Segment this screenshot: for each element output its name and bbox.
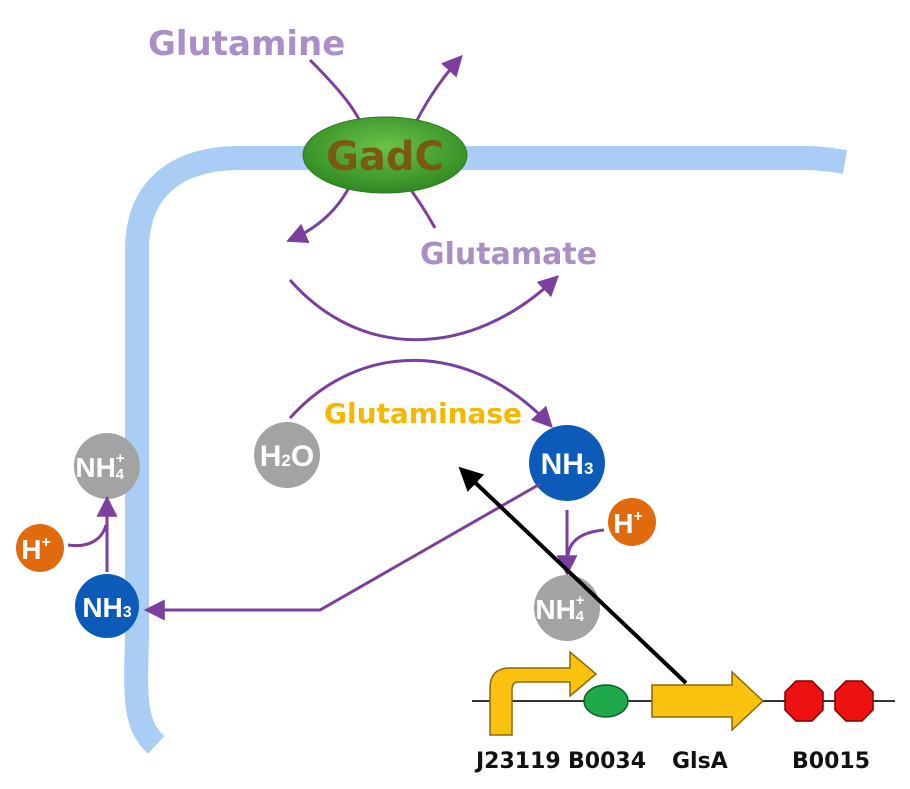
ammonium-molecule-cytoplasm [534,575,600,641]
glutaminase-label: Glutaminase [324,397,522,430]
gene-label: GlsA [672,749,728,774]
water-label: H2O [260,440,314,473]
water-to-ammonia-arrow [288,358,553,429]
rbs-label: B0034 [568,749,646,774]
ammonia-molecule-membrane [75,574,139,638]
proton-left-label: H+ [21,534,51,565]
proton-left [16,524,64,572]
ammonia-diffusion-arrow [143,482,541,621]
water-molecule [254,422,320,488]
glutamine-to-glutamate-arrow [288,275,560,342]
glutamate-label: Glutamate [420,237,597,272]
ammonium-molecule-membrane [74,433,140,499]
proton-right [608,498,656,546]
ammonia-label-membrane: NH3 [82,592,131,623]
terminator-symbol-1 [784,680,824,722]
proton-join-arrow-right [566,528,605,556]
promoter-symbol [489,650,598,736]
terminator-label: B0015 [792,749,870,774]
cell-membrane [124,146,847,754]
gadc-transporter [302,116,468,194]
gene-glsa-symbol [651,670,765,732]
ammonium-label-membrane: NH+4 [75,450,124,483]
ammonium-label-cytoplasm: NH+4 [535,592,584,625]
glutamine-label: Glutamine [148,24,345,64]
expression-arrow [458,466,688,685]
proton-right-label: H+ [613,508,643,539]
proton-join-arrow-left [67,524,108,548]
terminator-symbol-2 [834,680,874,722]
glutamine-to-cytoplasm-arrow [286,181,354,244]
ammonia-molecule-cytoplasm [529,425,605,501]
promoter-label: J23119 [474,749,561,774]
gadc-label: GadC [326,134,444,180]
ammonia-label-cytoplasm: NH3 [541,448,594,481]
rbs-symbol [583,684,629,718]
